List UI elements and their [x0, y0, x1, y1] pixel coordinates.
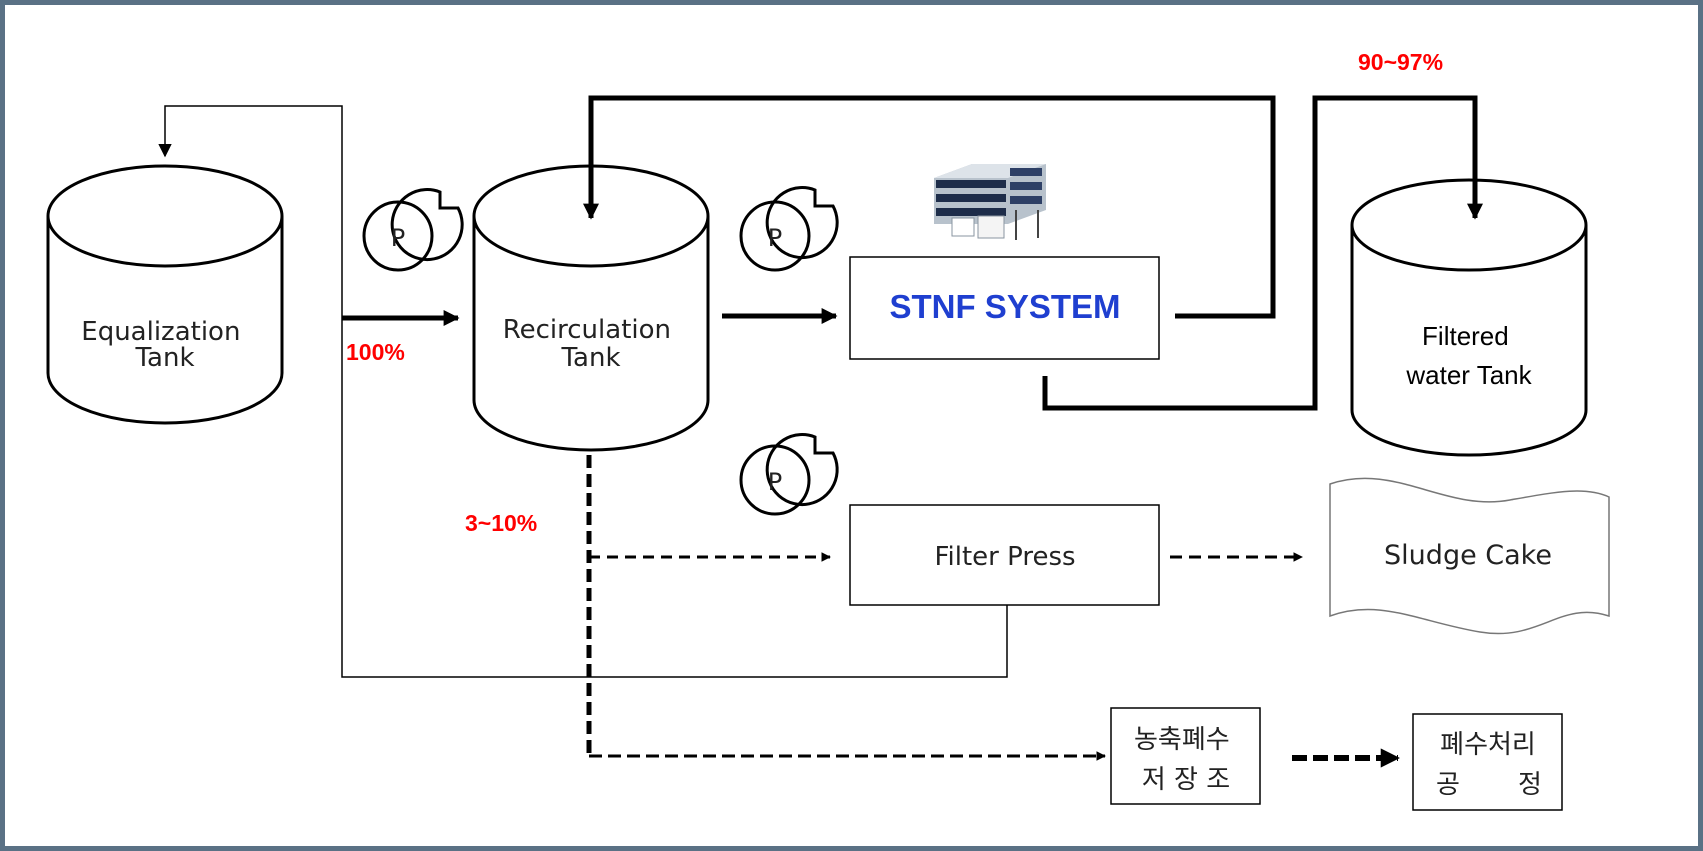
concentrate-storage-box: 농축폐수 저 장 조 [1110, 707, 1261, 805]
pump-icon: P [739, 433, 839, 516]
recirculation-tank-label-line1: Recirculation [503, 315, 671, 345]
pump-icon: P [739, 186, 839, 272]
svg-text:Filtered water Tank: Filtered water Tank [1405, 321, 1532, 390]
stnf-system-label: STNF SYSTEM [889, 288, 1120, 325]
concentrate-storage-label-line1: 농축폐수 [1134, 725, 1230, 755]
concentrate-return-line [582, 95, 1276, 319]
wastewater-process-label-line2-right: 정 [1518, 770, 1542, 800]
stnf-system-box: STNF SYSTEM [849, 256, 1160, 360]
permeate-percentage: 90~97% [1358, 49, 1443, 75]
reject-percentage: 3~10% [465, 510, 537, 536]
sludge-cake-shape: Sludge Cake [1329, 477, 1610, 635]
filter-press-box: Filter Press [849, 504, 1160, 606]
wastewater-process-label-line1: 폐수처리 [1440, 730, 1536, 760]
svg-text:P: P [768, 468, 782, 496]
wastewater-process-label-line2-left: 공 [1436, 770, 1460, 800]
wastewater-process-box: 폐수처리 공 정 [1412, 713, 1563, 811]
equalization-tank-label-line2: Tank [134, 343, 194, 373]
pump-icon: P [362, 188, 464, 272]
permeate-line [1042, 95, 1484, 411]
recirculation-tank-label-line2: Tank [560, 343, 620, 373]
svg-text:P: P [768, 224, 782, 252]
svg-text:Equalization Tank: Equalization Tank [81, 317, 248, 373]
filtered-water-tank-label-line2: water Tank [1405, 360, 1532, 390]
svg-text:Recirculation Tank: Recirculation Tank [503, 315, 680, 373]
inflow-percentage: 100% [346, 339, 405, 365]
equalization-tank-label-line1: Equalization [81, 317, 240, 347]
equalization-tank: Equalization Tank [46, 164, 284, 425]
svg-text:농축폐수 저 장 조: 농축폐수 저 장 조 [1134, 725, 1238, 795]
sludge-cake-label: Sludge Cake [1384, 540, 1552, 571]
filtered-water-tank: Filtered water Tank [1350, 178, 1588, 457]
filter-press-label: Filter Press [934, 542, 1075, 572]
filtered-water-tank-label-line1: Filtered [1422, 321, 1509, 351]
filtrate-return-line [158, 105, 1008, 678]
filtration-unit-icon [934, 164, 1046, 240]
concentrate-storage-label-line2: 저 장 조 [1142, 765, 1230, 795]
svg-text:P: P [391, 224, 405, 252]
